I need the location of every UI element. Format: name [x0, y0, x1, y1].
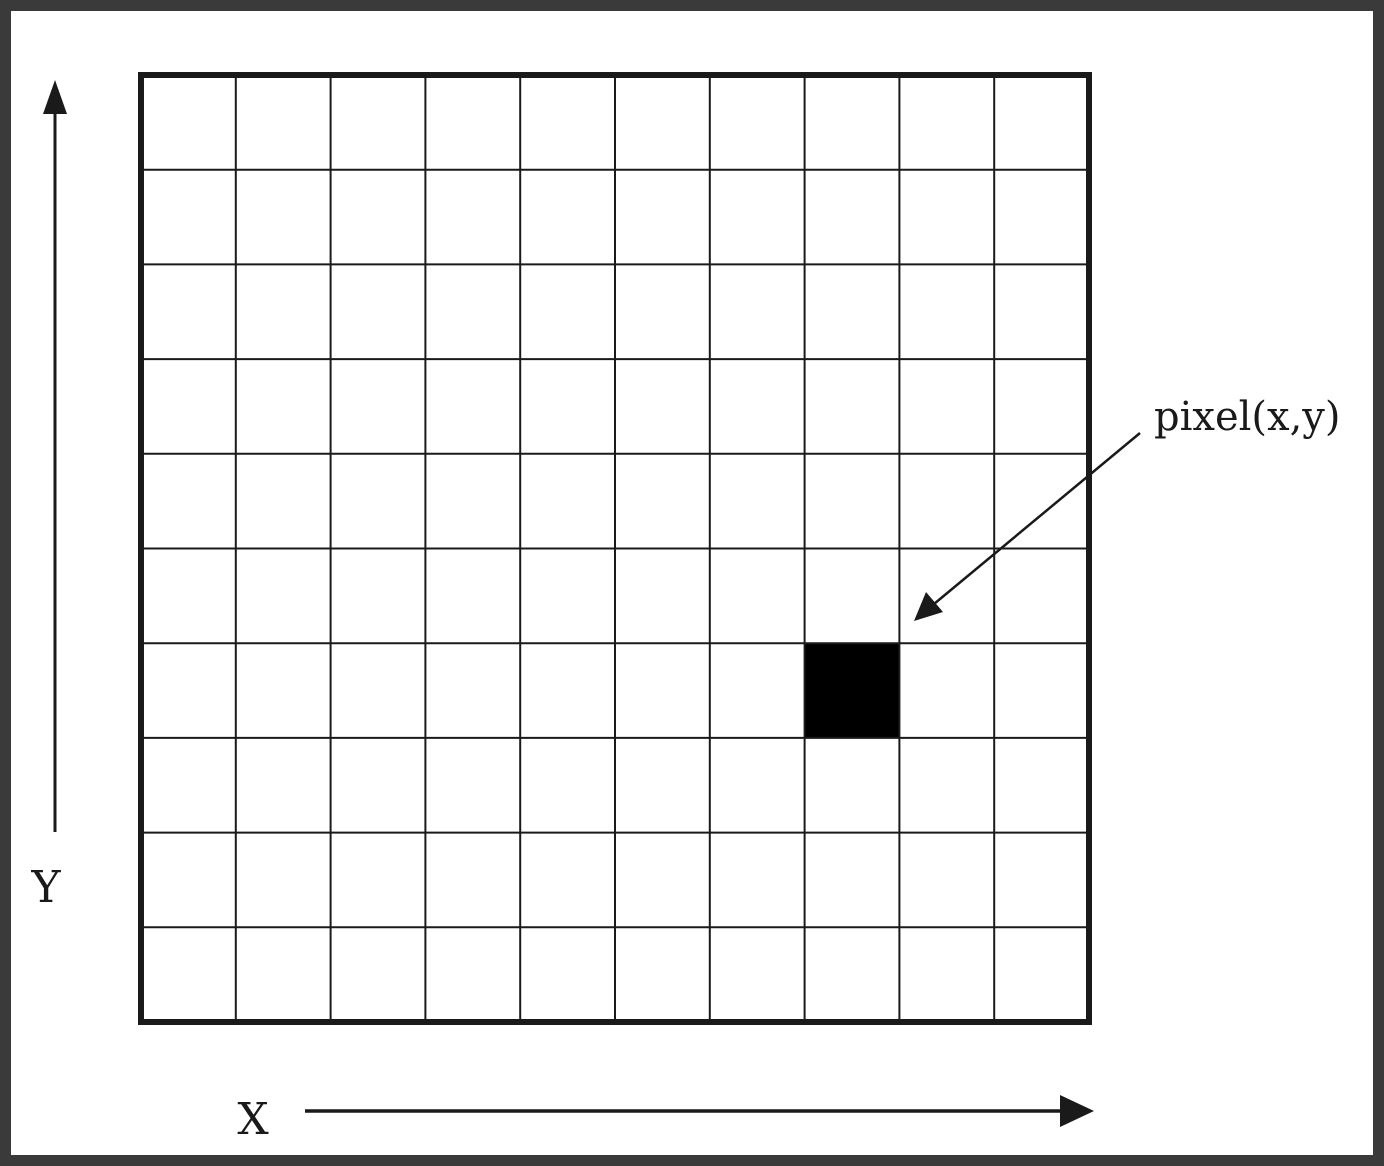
highlighted-pixel: [804, 643, 900, 738]
pixel-grid: [138, 72, 1092, 1025]
grid-border: [138, 72, 1092, 1025]
pixel-pointer-arrow-shaft: [933, 432, 1141, 605]
y-axis-label: Y: [30, 862, 61, 913]
pixel-annotation-label: pixel(x,y): [1154, 394, 1341, 440]
pixel-annotation: pixel(x,y): [914, 394, 1341, 621]
x-axis: X: [237, 1094, 1094, 1145]
y-axis-arrowhead-icon: [43, 80, 67, 114]
x-axis-label: X: [237, 1094, 269, 1145]
pixel-pointer-arrowhead-icon: [914, 592, 943, 621]
y-axis: Y: [30, 80, 67, 913]
x-axis-arrowhead-icon: [1060, 1095, 1094, 1127]
